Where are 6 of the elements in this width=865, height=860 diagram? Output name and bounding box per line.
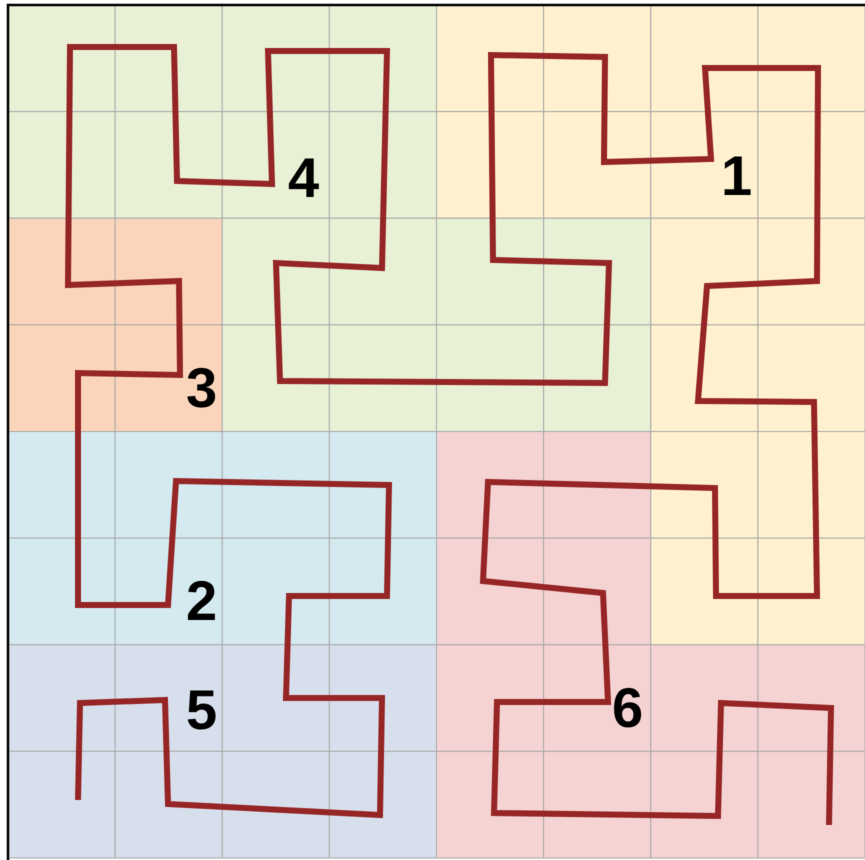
region-number: 4 — [288, 150, 320, 206]
region-number: 1 — [721, 148, 752, 204]
region-number: 5 — [186, 682, 218, 738]
region-number: 2 — [186, 573, 218, 629]
region-number: 6 — [612, 680, 644, 736]
region-number: 3 — [186, 360, 218, 416]
